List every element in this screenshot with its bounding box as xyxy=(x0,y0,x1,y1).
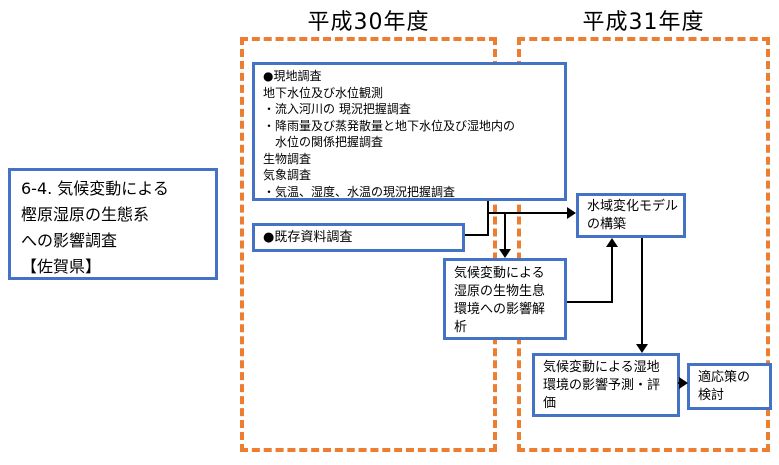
connector-analysis-out xyxy=(567,301,613,303)
connector-to-analysis xyxy=(504,213,506,250)
connector-analysis-up xyxy=(611,246,613,303)
connector-existing-docs xyxy=(465,234,489,236)
arrowhead-model-to-prediction xyxy=(636,344,648,353)
connector-to-model xyxy=(487,212,568,214)
arrowhead-to-model xyxy=(567,207,576,219)
adaptation-box: 適応策の検討 xyxy=(687,363,772,410)
header-fy2019: 平成31年度 xyxy=(582,10,705,35)
existing-docs-box: ●既存資料調査 xyxy=(252,223,465,252)
header-fy2018: 平成30年度 xyxy=(307,10,430,35)
water-model-box: 水域変化モデルの構築 xyxy=(576,193,686,238)
arrowhead-analysis-to-model xyxy=(606,238,618,247)
connector-model-to-prediction xyxy=(641,238,643,345)
fy2019-dashed-region xyxy=(517,37,770,452)
habitat-analysis-box: 気候変動による湿原の生物生息環境への影響解析 xyxy=(443,258,567,340)
project-title-box: 6-4. 気候変動による樫原湿原の生態系への影響調査【佐賀県】 xyxy=(8,168,218,280)
field-survey-box: ●現地調査地下水位及び水位観測・流入河川の 現況把握調査・降雨量及び蒸発散量と地… xyxy=(252,62,567,201)
arrowhead-to-analysis xyxy=(499,249,511,258)
fy2018-dashed-region xyxy=(240,37,497,452)
arrowhead-prediction-to-adaptation xyxy=(679,377,688,389)
connector-survey-drop xyxy=(487,201,489,236)
impact-prediction-box: 気候変動による湿地環境の影響予測・評価 xyxy=(532,353,680,417)
